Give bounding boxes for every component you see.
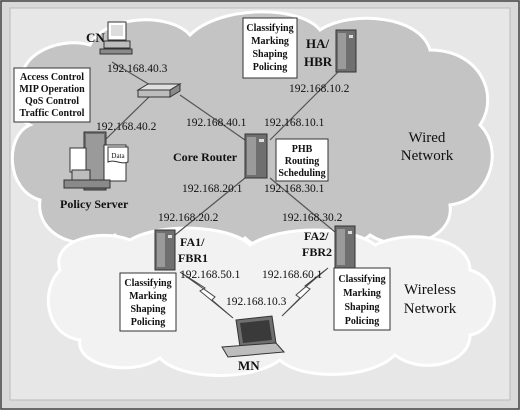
wireless-signals [179, 267, 329, 319]
policy-server-ip: 192.168.40.2 [96, 121, 157, 133]
cn-ip: 192.168.40.3 [107, 63, 168, 75]
wireless-network-label-line2: Network [404, 301, 457, 317]
ha-router-icon [335, 29, 357, 73]
fa2-function-4: Policing [345, 316, 379, 327]
wireless-signal-left-icon [179, 271, 234, 319]
policy-function-4: Traffic Control [20, 108, 85, 119]
fa2-function-2: Marking [343, 288, 381, 299]
mn-label: MN [238, 358, 260, 373]
ha-function-3: Shaping [252, 49, 287, 60]
fa2-ip-top: 192.168.30.2 [282, 212, 343, 224]
core-ip-top: 192.168.10.1 [264, 117, 325, 129]
fa1-label-line1: FA1/ [180, 235, 205, 249]
fa1-function-1: Classifying [124, 278, 171, 289]
fa1-router-icon [154, 229, 176, 271]
wireless-signal-right-icon [281, 267, 329, 317]
cn-label: CN [86, 30, 105, 45]
wired-network-label-line2: Network [401, 148, 454, 164]
fa1-functions-box: Classifying Marking Shaping Policing [119, 272, 177, 332]
fa2-functions-box: Classifying Marking Shaping Policing [333, 267, 391, 331]
fa1-ip-top: 192.168.20.2 [158, 212, 219, 224]
fa2-function-1: Classifying [338, 274, 385, 285]
policy-function-3: QoS Control [25, 96, 79, 107]
link-server-switch [104, 95, 151, 141]
link-core-fa1 [174, 177, 246, 236]
core-function-3: Scheduling [278, 168, 325, 179]
fa2-function-3: Shaping [344, 302, 379, 313]
core-router-label: Core Router [173, 150, 238, 164]
policy-server-icon [63, 131, 127, 191]
ha-function-2: Marking [251, 36, 289, 47]
fa2-ip-bottom: 192.168.60.1 [262, 269, 323, 281]
fa1-label-line2: FBR1 [178, 251, 208, 265]
fa1-function-3: Shaping [130, 304, 165, 315]
fa1-ip-bottom: 192.168.50.1 [180, 269, 241, 281]
fa2-label-line2: FBR2 [302, 245, 332, 259]
core-function-2: Routing [285, 156, 319, 167]
data-storage-icon: Data [107, 146, 129, 164]
mn-ip: 192.168.10.3 [226, 296, 287, 308]
core-ip-bottom-right: 192.168.30.1 [264, 183, 325, 195]
fa2-label-line1: FA2/ [304, 229, 329, 243]
fa2-router-icon [334, 225, 356, 269]
ha-label-line2: HBR [304, 54, 333, 69]
link-core-fa2 [269, 177, 336, 233]
ha-function-4: Policing [253, 62, 287, 73]
ha-function-1: Classifying [246, 23, 293, 34]
wired-network-label-line1: Wired [409, 130, 446, 146]
policy-server-label: Policy Server [60, 197, 129, 211]
policy-function-2: MIP Operation [19, 84, 85, 95]
wireless-network-label-line1: Wireless [404, 282, 456, 298]
policy-functions-box: Access Control MIP Operation QoS Control… [13, 67, 91, 123]
ha-label-line1: HA/ [306, 36, 330, 51]
fa1-function-4: Policing [131, 317, 165, 328]
core-function-1: PHB [292, 144, 313, 155]
core-ip-bottom-left: 192.168.20.1 [182, 183, 243, 195]
core-router-icon [244, 133, 268, 179]
switch-ip: 192.168.40.1 [186, 117, 247, 129]
data-label: Data [111, 152, 125, 160]
core-functions-box: PHB Routing Scheduling [275, 138, 329, 182]
fa1-function-2: Marking [129, 291, 167, 302]
ha-ip: 192.168.10.2 [289, 83, 350, 95]
link-switch-core [179, 94, 246, 141]
cn-computer-icon [99, 21, 133, 55]
policy-function-1: Access Control [20, 72, 84, 83]
ha-functions-box: Classifying Marking Shaping Policing [242, 17, 298, 79]
mn-laptop-icon [221, 315, 286, 358]
link-ha-core [269, 69, 341, 141]
switch-icon [136, 83, 182, 98]
